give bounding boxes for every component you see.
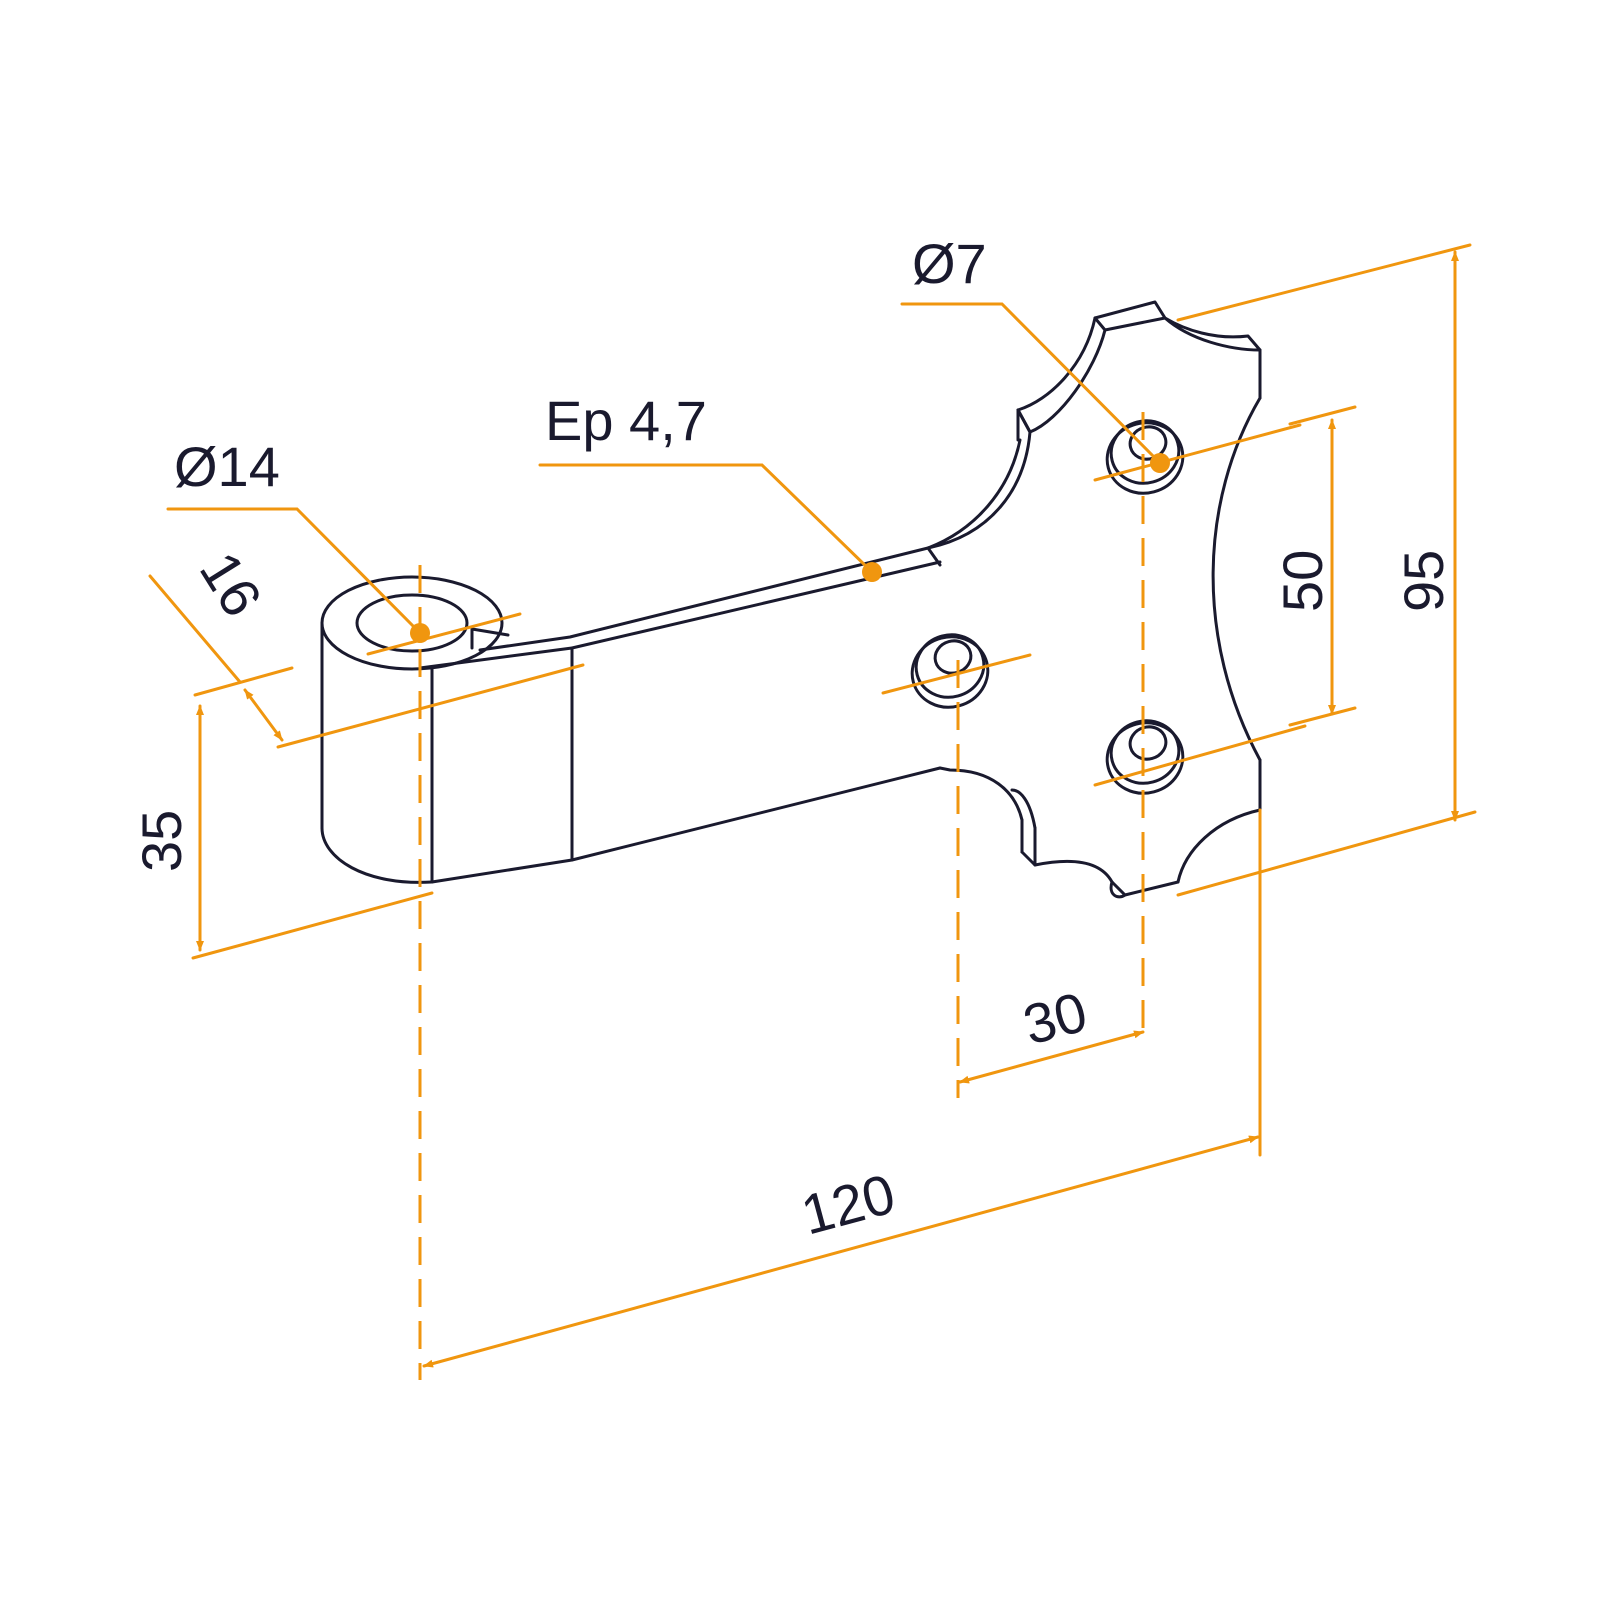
center-lines bbox=[366, 412, 1307, 1380]
hole-spacing-horizontal-dimension: 30 bbox=[958, 980, 1145, 1084]
barrel-height-dimension: 35 bbox=[130, 704, 434, 960]
barrel-height-label: 35 bbox=[130, 810, 193, 872]
overall-length-label: 120 bbox=[795, 1162, 902, 1247]
hinge-part bbox=[320, 300, 1262, 899]
overall-height-dimension: 95 bbox=[1176, 243, 1477, 897]
thickness-label: Ep 4,7 bbox=[545, 389, 707, 452]
hinge-barrel bbox=[320, 575, 510, 884]
barrel-offset-label: 16 bbox=[188, 541, 274, 627]
hinge-plate bbox=[926, 300, 1262, 899]
hole-spacing-horizontal-label: 30 bbox=[1017, 980, 1093, 1057]
pin-diameter-label: Ø14 bbox=[174, 435, 280, 498]
countersunk-hole-middle bbox=[910, 633, 990, 709]
hole-diameter-label: Ø7 bbox=[912, 232, 987, 295]
hinge-arm bbox=[418, 546, 942, 884]
hole-diameter-dimension: Ø7 bbox=[900, 232, 1170, 473]
hole-spacing-vertical-dimension: 50 bbox=[1271, 405, 1357, 727]
overall-height-label: 95 bbox=[1392, 550, 1455, 612]
countersunk-hole-bottom bbox=[1105, 719, 1185, 795]
thickness-dimension: Ep 4,7 bbox=[538, 389, 882, 582]
hole-spacing-vertical-label: 50 bbox=[1271, 550, 1334, 612]
pin-diameter-dimension: Ø14 bbox=[166, 435, 430, 643]
